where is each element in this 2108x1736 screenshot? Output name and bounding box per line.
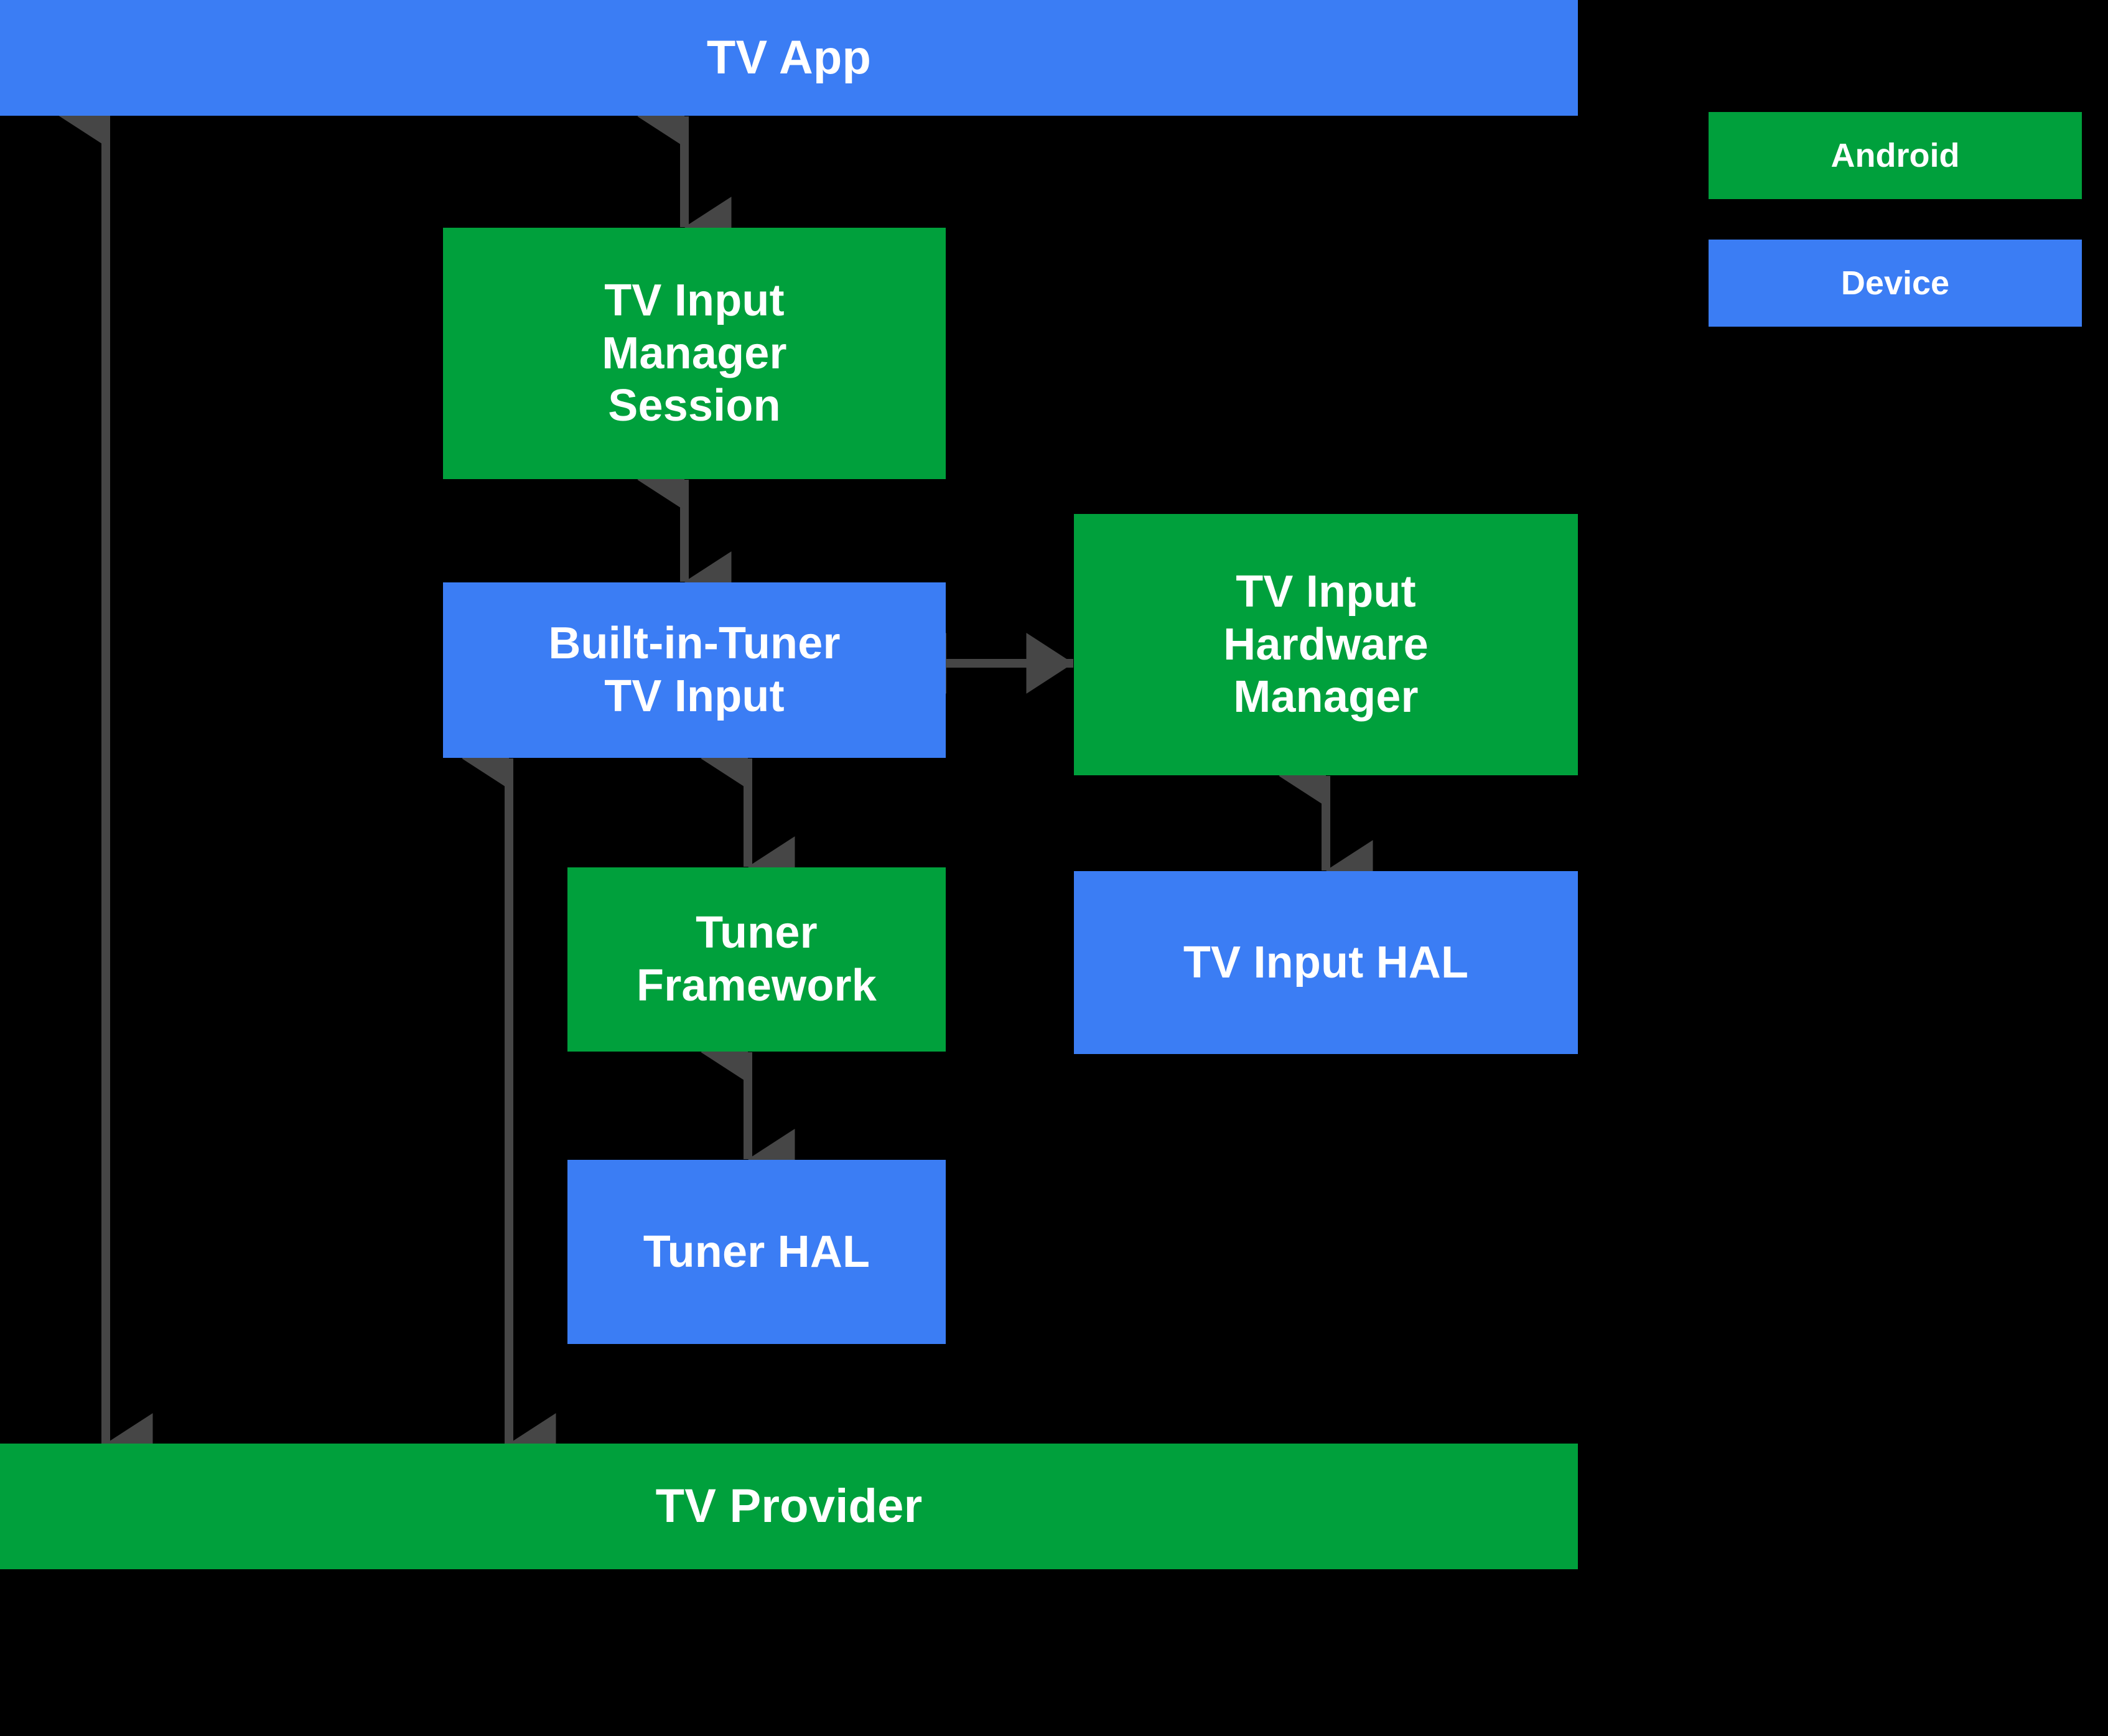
legend-item-android[interactable]: Android: [1709, 112, 2082, 199]
legend-item-device[interactable]: Device: [1709, 240, 2082, 327]
legend: Android Device: [1709, 112, 2082, 327]
node-tuner-hal[interactable]: Tuner HAL: [567, 1160, 946, 1344]
node-built-in-tuner-tv-input[interactable]: Built-in-Tuner TV Input: [443, 582, 946, 758]
node-tv-provider[interactable]: TV Provider: [0, 1444, 1578, 1569]
node-tv-input-hal[interactable]: TV Input HAL: [1074, 871, 1578, 1054]
node-tv-input-hardware-manager[interactable]: TV Input Hardware Manager: [1074, 514, 1578, 775]
node-tuner-framework[interactable]: Tuner Framework: [567, 867, 946, 1052]
node-tv-app[interactable]: TV App: [0, 0, 1578, 116]
node-tv-input-manager-session[interactable]: TV Input Manager Session: [443, 228, 946, 479]
